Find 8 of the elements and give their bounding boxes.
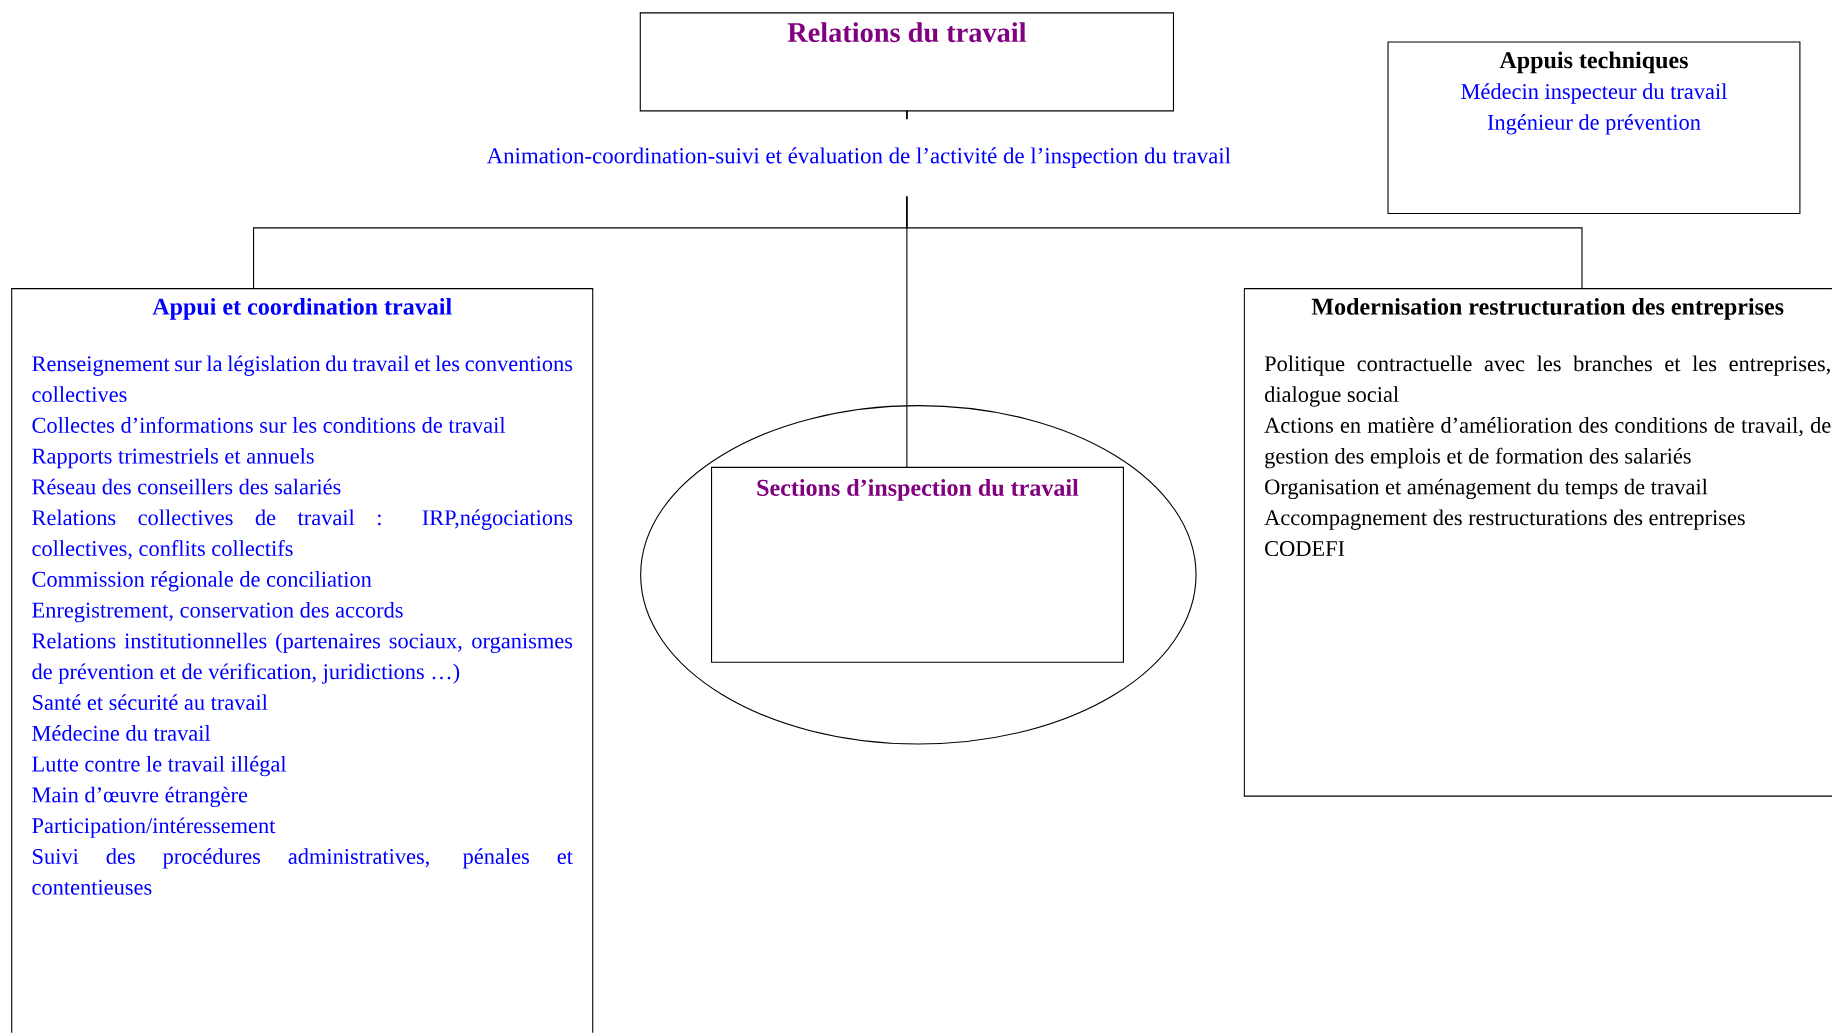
section-box: Sections d’inspection du travail: [711, 466, 1124, 663]
panel-box: Modernisation restructuration des entreprises Politique contractuelle avec les branches et les entreprises, dialogue social Actions en matière d’amélioration des conditions de travail, de gestion des emplois et de formation des salariés Organisation et aménagement du temps de travail Accompagnement des restructurations des entreprises CODEFI: [1243, 288, 1832, 797]
panel-box: Appui et coordination travail Renseignement sur la législation du travail et les conventions collectives Collectes d’informations sur les conditions de travail Rapports trimestriels et annuels Réseau des conseillers des salariés Relations collectives de travail : IRP,négociations collectives, conflits collectifs Commission régionale de conciliation Enregistrement, conservation des accords Relations institutionnelles (partenaires sociaux, organismes de prévention et de vérification, juridictions …) Santé et sécurité au travail Médecine du travail Lutte contre le travail illégal Main d’œuvre étrangère Participation/intéressement Suivi des procédures administratives, pénales et contentieuses: [11, 288, 594, 1033]
activity-label: Animation-coordination-suivi et évaluation de l’activité de l’inspection du travail: [482, 119, 1235, 197]
title-box: Relations du travail: [639, 12, 1175, 112]
ellipse-shape: [640, 405, 1197, 745]
info-box: Appuis techniques Médecin inspecteur du travail Ingénieur de prévention: [1387, 41, 1801, 215]
connector-line: [906, 110, 1583, 290]
